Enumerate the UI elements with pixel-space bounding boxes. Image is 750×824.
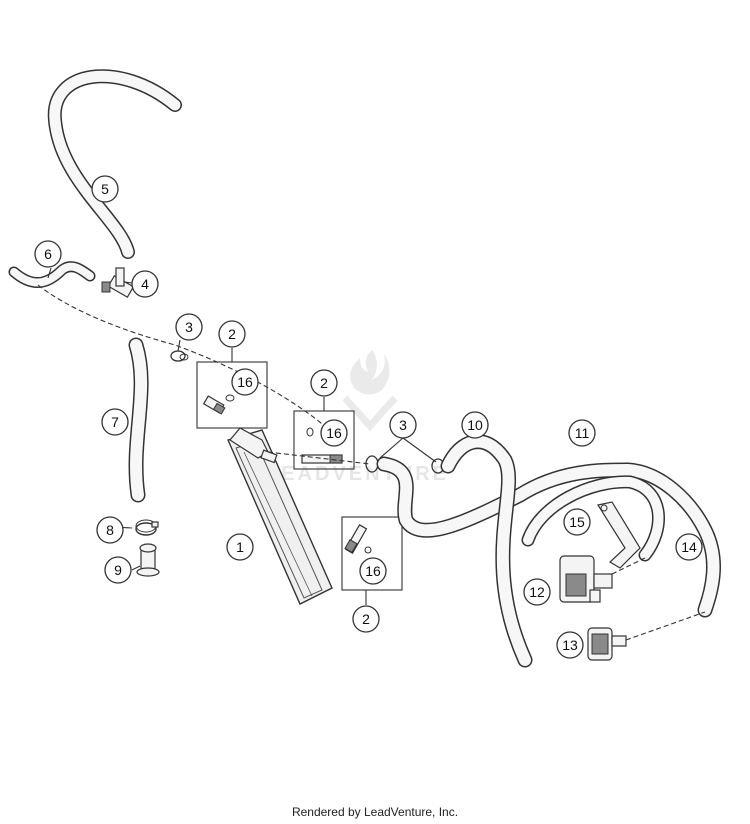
callout-4-label: 4 — [141, 276, 149, 292]
callout-16c-label: 16 — [365, 563, 381, 579]
spacer-9 — [136, 543, 160, 577]
hose-7 — [128, 337, 149, 503]
callout-5-label: 5 — [101, 181, 109, 197]
callout-9-label: 9 — [114, 562, 122, 578]
callout-3b: 3 — [389, 411, 417, 439]
hose-10 — [376, 456, 721, 618]
callout-1: 1 — [226, 533, 254, 561]
leader-lines — [47, 267, 437, 605]
callout-11: 11 — [568, 419, 596, 447]
routing-line-12 — [611, 557, 646, 575]
callout-14: 14 — [675, 533, 703, 561]
hose-6 — [8, 261, 96, 288]
callout-2b: 2 — [310, 369, 338, 397]
fitting-13 — [587, 627, 627, 661]
callout-13: 13 — [556, 631, 584, 659]
callout-6-label: 6 — [44, 246, 52, 262]
hose-11 — [440, 434, 533, 668]
callout-13-label: 13 — [562, 637, 578, 653]
callout-2a-label: 2 — [228, 326, 236, 342]
callout-15: 15 — [563, 508, 591, 536]
callout-12: 12 — [523, 578, 551, 606]
callout-1-label: 1 — [236, 539, 244, 555]
hose-14 — [521, 475, 665, 562]
callout-8-label: 8 — [106, 522, 114, 538]
callout-3b-label: 3 — [399, 417, 407, 433]
valve-12 — [559, 555, 613, 603]
routing-line-13 — [625, 611, 706, 641]
clamp-8 — [135, 519, 159, 536]
callout-2b-label: 2 — [320, 375, 328, 391]
callout-8: 8 — [96, 516, 124, 544]
callout-15-label: 15 — [569, 514, 585, 530]
radiator-1 — [227, 427, 333, 605]
callout-16c: 16 — [359, 557, 387, 585]
callout-14-label: 14 — [681, 539, 697, 555]
callout-5: 5 — [91, 175, 119, 203]
callout-6: 6 — [34, 240, 62, 268]
watermark-v-icon — [342, 395, 398, 432]
callout-10-label: 10 — [467, 417, 483, 433]
t-fitting-4 — [101, 267, 135, 299]
frame-2-lower — [341, 516, 403, 591]
callout-3a-label: 3 — [185, 319, 193, 335]
callout-2c: 2 — [352, 605, 380, 633]
callout-7: 7 — [101, 408, 129, 436]
callout-9: 9 — [104, 556, 132, 584]
callout-16a: 16 — [231, 368, 259, 396]
watermark-flame-icon — [350, 350, 390, 395]
callout-11-label: 11 — [575, 425, 590, 441]
callout-16a-label: 16 — [237, 374, 253, 390]
clamp-3-left — [170, 350, 189, 362]
routing-line-6 — [37, 284, 341, 441]
hose-5 — [47, 69, 182, 259]
callout-16b: 16 — [320, 419, 348, 447]
callout-2c-label: 2 — [362, 611, 370, 627]
callout-16b-label: 16 — [326, 425, 342, 441]
callout-10: 10 — [461, 411, 489, 439]
callout-7-label: 7 — [111, 414, 119, 430]
callout-4: 4 — [131, 270, 159, 298]
bracket-15 — [597, 501, 641, 569]
callout-12-label: 12 — [529, 584, 545, 600]
footer-credit: Rendered by LeadVenture, Inc. — [291, 805, 459, 819]
frame-2-left — [196, 361, 268, 429]
callout-2a: 2 — [218, 320, 246, 348]
callout-3a: 3 — [175, 313, 203, 341]
routing-line-radiator — [267, 451, 371, 465]
